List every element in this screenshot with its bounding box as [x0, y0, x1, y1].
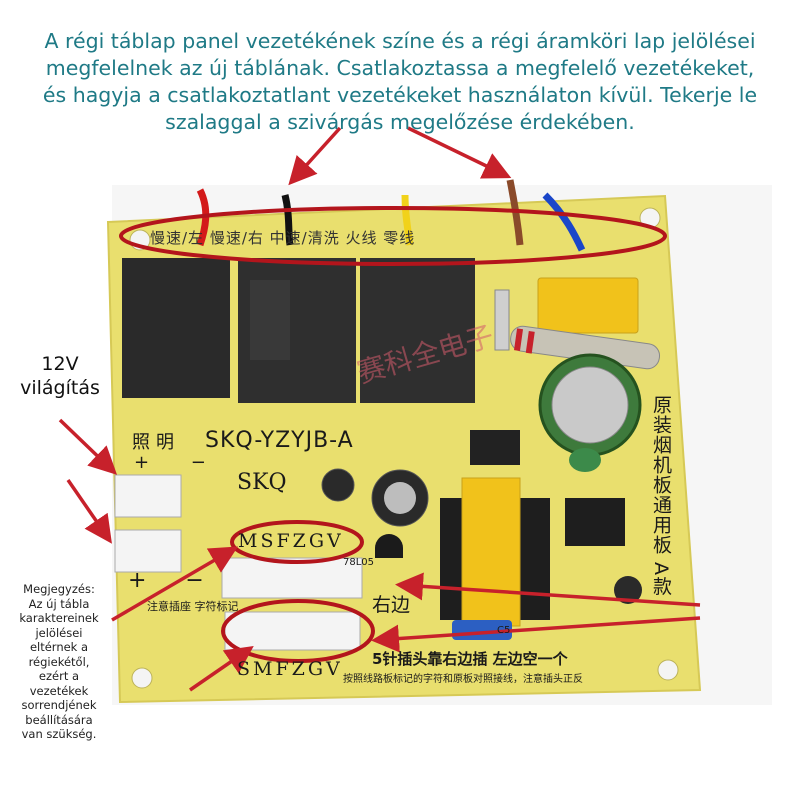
- note-line: sorrendjének: [21, 698, 97, 712]
- relay-label-area: [250, 280, 290, 360]
- note-line: Az új tábla: [28, 596, 90, 611]
- note-line: van szükség.: [21, 727, 97, 741]
- relay-1: [122, 258, 230, 398]
- note-line: jelölései: [35, 625, 83, 640]
- top-caption: A régi táblap panel vezetékének színe és…: [10, 28, 790, 136]
- switch-connector-bottom: [224, 611, 361, 651]
- switch-connector-top: [221, 557, 363, 599]
- bottom-text-2: 按照线路板标记的字符和原板对照接线，注意插头正反: [343, 674, 583, 685]
- sub-note: 注意插座 字符标记: [147, 600, 239, 613]
- diode: [494, 289, 510, 351]
- bottom-text-1: 5针插头靠右边插 左边空一个: [372, 650, 568, 668]
- wire-terminal-highlight: [119, 206, 667, 266]
- arrow-caption-left: [288, 126, 342, 186]
- caption-line: megfelelnek az új táblának. Csatlakoztas…: [45, 56, 755, 80]
- note-line: Megjegyzés:: [23, 582, 95, 596]
- ic-chip: [565, 498, 625, 546]
- light-label: 照明: [132, 432, 180, 453]
- caption-line: és hagyja a csatlakoztatlant vezetékeket…: [42, 83, 758, 107]
- arrow-right-top: [395, 572, 701, 607]
- light-polarity-2: + −: [128, 568, 220, 593]
- film-capacitor: [537, 277, 639, 334]
- note-line: karaktereinek: [19, 611, 99, 625]
- mounting-hole: [131, 667, 153, 689]
- blue-wire: [542, 192, 586, 252]
- relay-3: [360, 258, 475, 403]
- light-polarity: + −: [134, 452, 224, 473]
- resistor-band: [525, 331, 535, 354]
- arrow-note-bottom: [189, 646, 254, 692]
- brown-wire: [506, 179, 524, 246]
- light-connector-bottom: [114, 529, 182, 573]
- voltage-regulator: [375, 534, 403, 558]
- label-line: világítás: [20, 377, 100, 399]
- capacitor-top: [384, 482, 416, 514]
- capacitor-label: C5: [497, 625, 511, 636]
- note-line: régiekétől,: [28, 654, 90, 669]
- arrow-12v-bottom: [66, 479, 112, 544]
- red-wire: [196, 188, 210, 247]
- right-side-text: 右边: [372, 594, 411, 616]
- transformer-core: [461, 477, 521, 627]
- vertical-text: 原装烟机板通用板 A款: [650, 395, 672, 597]
- optocoupler: [470, 430, 520, 465]
- connector-top-code: MSFZGV: [238, 530, 344, 552]
- yellow-wire: [401, 194, 414, 246]
- note-line: beállítására: [25, 712, 93, 727]
- arrow-caption-right: [407, 126, 512, 179]
- electrolytic-capacitor-top: [551, 366, 629, 444]
- regulator-label: 78L05: [343, 557, 375, 568]
- connector-bottom-code: SMFZGV: [237, 658, 343, 680]
- electrolytic-capacitor-small: [321, 468, 355, 502]
- light-connector-top: [114, 474, 182, 518]
- small-capacitor-right: [614, 576, 642, 604]
- ceramic-capacitor: [569, 448, 601, 472]
- note-line: ezért a: [38, 669, 80, 683]
- board-brand: SKQ: [237, 470, 287, 495]
- resistor-band: [514, 328, 524, 351]
- note-text: Megjegyzés: Az új tábla karaktereinek je…: [4, 582, 114, 742]
- light-12v-label: 12V világítás: [8, 352, 112, 400]
- mounting-hole: [657, 659, 679, 681]
- arrow-12v-top: [58, 418, 118, 475]
- black-wire: [281, 194, 294, 246]
- board-model: SKQ-YZYJB-A: [205, 428, 354, 453]
- caption-line: szalaggal a szivárgás megelőzése érdekéb…: [165, 110, 635, 134]
- msfzgv-highlight: [230, 520, 364, 564]
- caption-line: A régi táblap panel vezetékének színe és…: [44, 29, 756, 53]
- note-line: eltérnek a: [29, 640, 89, 654]
- note-line: vezetékek: [29, 683, 89, 698]
- pcb-top-labels: 慢速/左 慢速/右 中速/清洗 火线 零线: [150, 229, 416, 247]
- arrow-note-top: [111, 546, 239, 622]
- label-line: 12V: [41, 353, 79, 375]
- arrow-right-bottom: [371, 616, 701, 653]
